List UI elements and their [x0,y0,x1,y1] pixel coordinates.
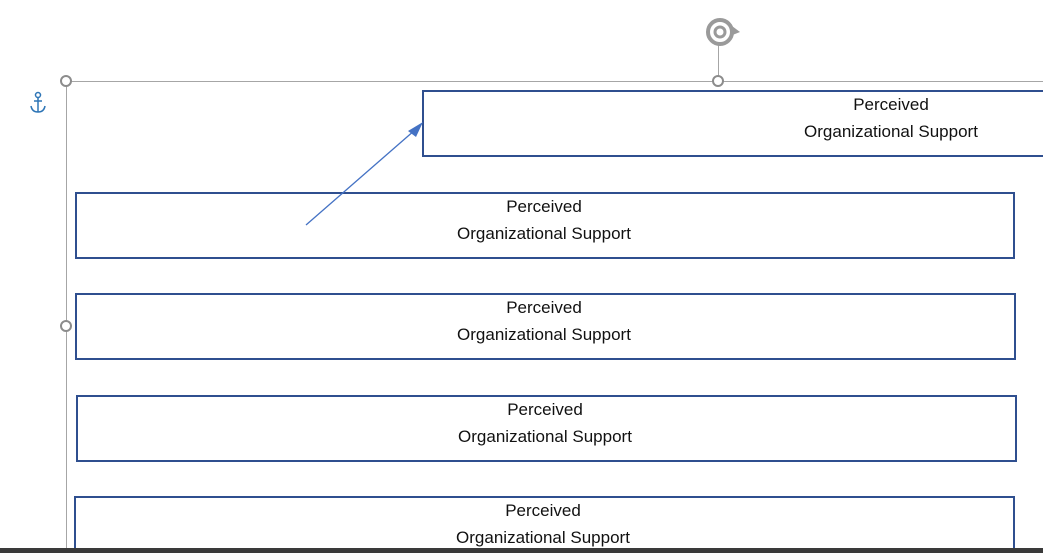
shape-label-2-line2: Organizational Support [457,224,631,243]
shape-label-2: Perceived Organizational Support [394,193,694,247]
resize-handle-middle-left[interactable] [60,320,72,332]
shape-label-3-line1: Perceived [506,298,582,317]
shape-label-2-line1: Perceived [506,197,582,216]
resize-handle-top-middle[interactable] [712,75,724,87]
shape-label-5-line2: Organizational Support [456,528,630,547]
shape-box-4[interactable] [76,395,1017,462]
shape-label-1-line1: Perceived [853,95,929,114]
anchor-icon[interactable] [28,91,48,115]
shape-label-3: Perceived Organizational Support [394,294,694,348]
shape-label-3-line2: Organizational Support [457,325,631,344]
shape-box-2[interactable] [75,192,1015,259]
selection-border-left [66,81,67,553]
shape-label-5: Perceived Organizational Support [393,497,693,551]
shape-box-3[interactable] [75,293,1016,360]
resize-handle-top-left[interactable] [60,75,72,87]
shape-label-5-line1: Perceived [505,501,581,520]
shape-box-5[interactable] [74,496,1015,553]
shape-label-1-line2: Organizational Support [804,122,978,141]
bottom-edge-bar [0,548,1043,553]
rotation-stem [718,44,719,81]
shape-label-1: Perceived Organizational Support [741,91,1041,145]
shape-label-4-line2: Organizational Support [458,427,632,446]
selection-border-top [66,81,1043,82]
rotate-handle-icon[interactable] [702,14,742,50]
shape-label-4-line1: Perceived [507,400,583,419]
shape-box-1[interactable] [422,90,1043,157]
shape-label-4: Perceived Organizational Support [395,396,695,450]
